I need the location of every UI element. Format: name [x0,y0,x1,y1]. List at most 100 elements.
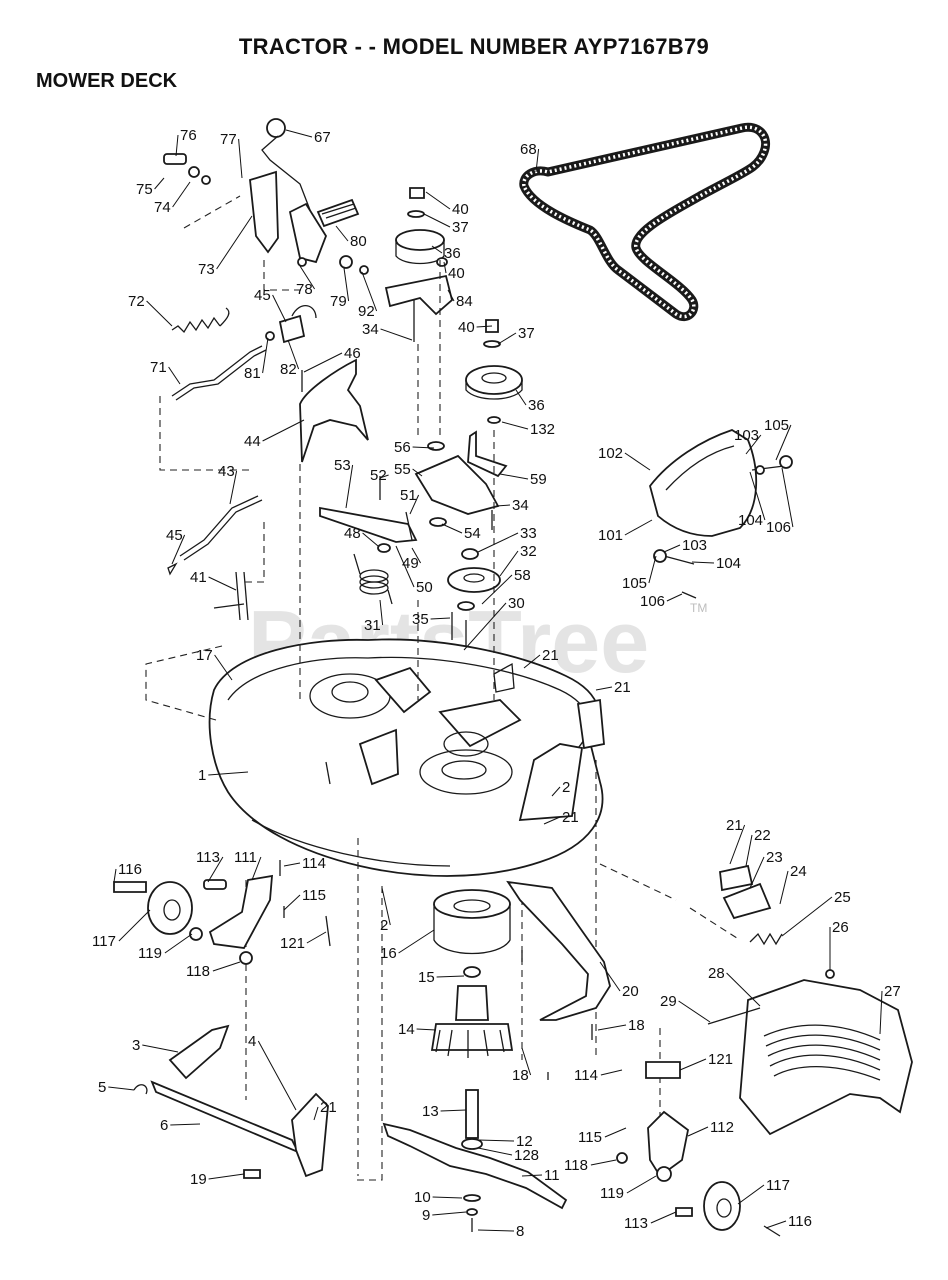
leader-lines [108,129,883,1232]
callout-label: 24 [790,863,807,880]
callout-label: 111 [234,849,257,866]
washer-81 [265,331,275,341]
callout-label: 121 [280,935,305,952]
callout-label: 128 [514,1147,539,1164]
spring-58 [353,553,393,605]
callout-leader [499,473,529,480]
callout-label: 73 [198,261,215,278]
callout-leader [521,1174,543,1177]
section-title: MOWER DECK [36,70,178,92]
callout-leader [208,576,237,591]
chute-deflector-101 [649,429,793,599]
callout-label: 3 [132,1037,140,1054]
callout-label: 4 [248,1033,256,1050]
callout-label: 56 [394,439,411,456]
callout-leader [283,862,301,867]
callout-label: 37 [452,219,469,236]
callout-leader [691,561,715,564]
callout-label: 19 [190,1171,207,1188]
callout-label: 79 [330,293,347,310]
callout-label: 21 [726,817,743,834]
callout-leader [624,452,651,471]
callout-label: 132 [530,421,555,438]
callout-leader [463,602,507,651]
callout-leader [604,1127,627,1138]
callout-leader [666,593,683,602]
callout-leader [313,1106,319,1121]
callout-label: 31 [364,617,381,634]
callout-label: 52 [370,467,387,484]
callout-leader [272,294,287,323]
callout-leader [543,816,561,825]
callout-label: 5 [98,1079,106,1096]
callout-leader [212,961,241,972]
callout-leader [142,1044,179,1053]
callout-leader [379,599,384,626]
callout-label: 16 [380,945,397,962]
callout-label: 36 [444,245,461,262]
callout-label: 28 [708,965,725,982]
callout-leader [146,300,173,327]
callout-label: 67 [314,129,331,146]
callout-leader [431,245,443,254]
callout-leader [229,470,238,505]
callout-label: 15 [418,969,435,986]
mower-deck-housing-1 [208,638,605,877]
callout-label: 76 [180,127,197,144]
callout-leader [409,494,420,515]
callout-label: 14 [398,1021,415,1038]
callout-label: 71 [150,359,167,376]
callout-label: 113 [196,849,220,866]
callout-leader [590,1159,617,1166]
callout-leader [287,339,300,370]
callout-leader [172,181,191,208]
callout-label: 37 [518,325,535,342]
callout-leader [477,1229,515,1232]
callout-label: 58 [514,567,531,584]
callout-label: 6 [160,1117,168,1134]
callout-leader [477,1147,513,1156]
callout-label: 106 [766,519,791,536]
callout-leader [164,933,193,954]
callout-leader [726,972,761,1007]
callout-leader [476,325,493,328]
callout-leader [781,896,833,937]
callout-label: 27 [884,983,901,1000]
callout-leader [170,1123,201,1126]
callout-leader [214,654,233,681]
discharge-chute-27 [707,864,913,1136]
spindle-assembly [382,889,568,1232]
callout-leader [423,213,451,228]
callout-label: 51 [400,487,417,504]
callout-leader [425,191,451,210]
callout-label: 84 [456,293,473,310]
callout-leader [175,134,179,157]
callout-leader [398,929,435,954]
lift-link-43 [167,495,265,621]
callout-leader [395,545,415,588]
callout-leader [599,961,621,992]
callout-leader [262,337,269,374]
callout-leader [441,523,463,534]
callout-label: 113 [624,1215,648,1232]
callout-leader [345,464,354,509]
callout-leader [687,1126,709,1137]
callout-label: 74 [154,199,171,216]
page-title: TRACTOR - - MODEL NUMBER AYP7167B79 [238,34,710,59]
callout-label: 2 [562,779,570,796]
callout-leader [207,856,224,883]
callout-leader [775,424,792,461]
callout-label: 114 [302,855,326,872]
callout-leader [523,654,541,669]
callout-label: 104 [716,555,741,572]
callout-leader [626,1175,657,1194]
callout-leader [381,887,391,926]
callout-leader [113,868,117,883]
callout-label: 40 [458,319,475,336]
callout-label: 119 [138,945,162,962]
lift-lever-assembly [163,118,369,291]
arm-20 [506,880,611,1021]
callout-leader [501,421,529,430]
callout-leader [238,138,243,179]
